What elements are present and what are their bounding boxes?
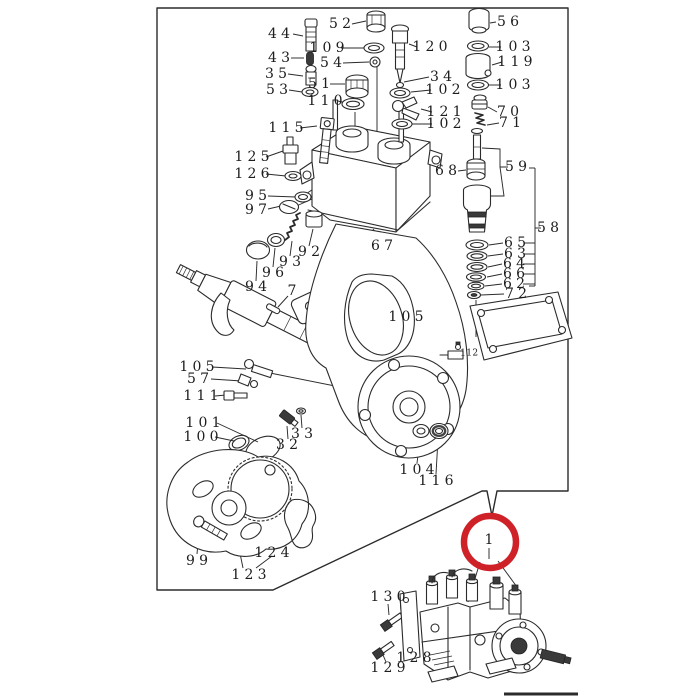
part-54-nut-icon	[369, 56, 381, 68]
part-93-spring-icon	[284, 212, 301, 241]
part-119-body-icon	[465, 52, 492, 80]
part-64-ring-icon	[466, 261, 488, 273]
part-102b-oring-icon	[391, 118, 413, 130]
part-95-washer-icon	[294, 191, 312, 203]
part-59-element-icon	[462, 184, 492, 233]
pump-assembly-drawing	[371, 568, 578, 696]
part-33-washer-icon	[295, 407, 307, 415]
part-120-valve-icon	[390, 24, 410, 84]
part-115-bolt-icon	[319, 117, 335, 164]
part-51-plug-icon	[345, 74, 369, 99]
part-102-oring-icon	[389, 87, 411, 99]
diagram-frame	[156, 7, 569, 591]
part-stem-icon	[470, 127, 484, 160]
part-109-oring-icon	[363, 42, 385, 54]
highlight-circle	[460, 512, 520, 572]
part-130-bolt-icon	[379, 612, 404, 632]
part-96-ring-icon	[266, 232, 286, 248]
part-68-sleeve-icon	[466, 158, 486, 181]
part-97-plug-icon	[278, 199, 300, 215]
part-53-washer-icon	[301, 86, 319, 98]
part-126-washer-icon	[284, 170, 302, 182]
part-7-key-icon	[265, 303, 281, 315]
part-43-pin-icon	[306, 51, 314, 66]
part-92-bushing-icon	[305, 210, 323, 228]
part-104-washer-icon	[412, 423, 430, 439]
governor-assembly-drawing	[166, 448, 317, 557]
part-70-valve-icon	[471, 94, 488, 110]
part-94-cap-icon	[245, 240, 271, 260]
part-56-cap-icon	[468, 7, 490, 34]
part-63-ring-icon	[466, 250, 488, 262]
part-65-ring-icon	[465, 239, 489, 251]
part-110-oring-icon	[341, 97, 365, 111]
part-57-lever-icon	[237, 373, 259, 389]
part-116-bearing-icon	[429, 422, 449, 440]
pump-body-drawing	[175, 99, 573, 459]
part-62-ring-icon	[467, 281, 485, 291]
part-32-screw-icon	[279, 409, 299, 427]
part-99-bolt-icon	[193, 515, 228, 541]
part-52-plug-icon	[366, 10, 386, 33]
part-111-bolt-icon	[223, 390, 248, 401]
part-105-bolt-icon	[243, 358, 274, 379]
part-121-elbow-icon	[391, 96, 420, 121]
part-100-oring-icon	[228, 434, 250, 452]
part-71-spring-icon	[474, 112, 486, 126]
part-72-ring-icon	[466, 290, 482, 300]
part-112-bracket-icon	[439, 341, 464, 360]
part-35-valve-icon	[305, 64, 317, 86]
part-103b-ring-icon	[466, 79, 490, 91]
part-129-bolt-icon	[371, 640, 395, 660]
part-124-gasket-icon	[283, 498, 317, 549]
part-103a-ring-icon	[466, 40, 490, 52]
part-66-ring-icon	[465, 272, 487, 282]
part-34-piece-icon	[395, 81, 405, 89]
part-125-bolt-icon	[282, 136, 299, 165]
part-44-fitting-icon	[304, 18, 318, 52]
